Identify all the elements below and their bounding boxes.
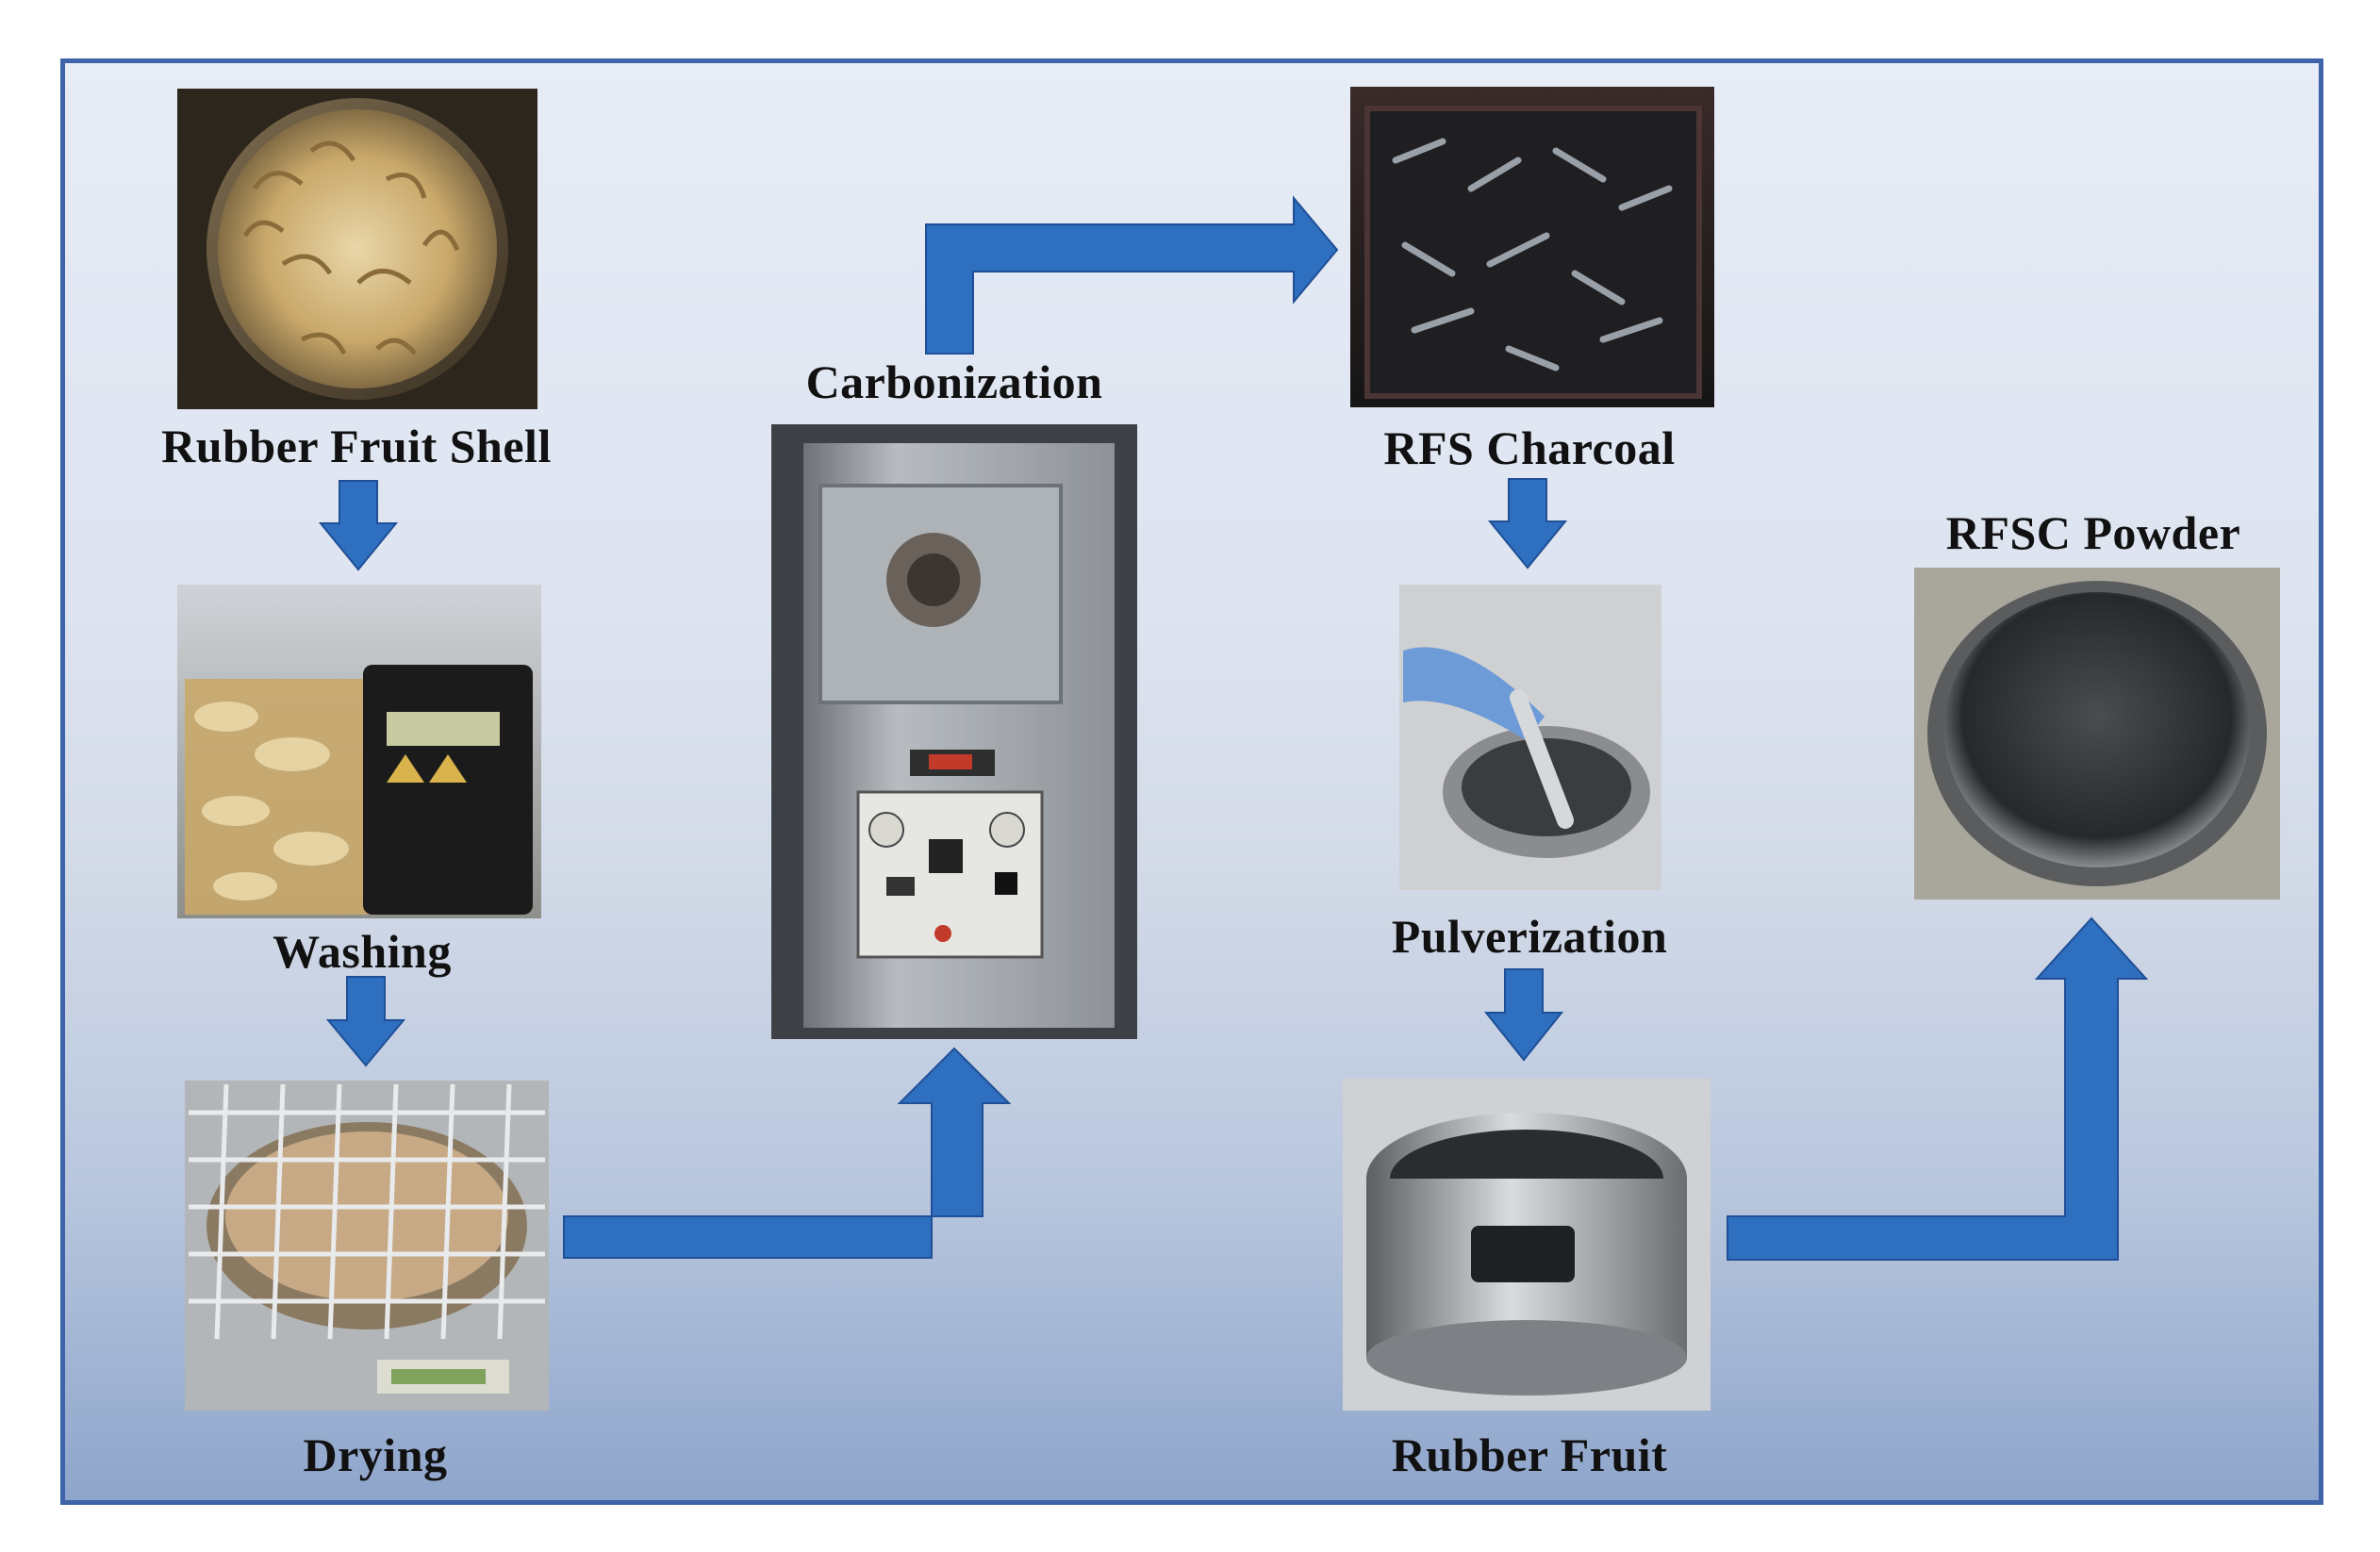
photo-rubber-fruit-sieve bbox=[1343, 1079, 1711, 1411]
arrow-charcoal-to-pulverization bbox=[1487, 478, 1568, 570]
arrow-pulverization-to-sieve bbox=[1483, 968, 1564, 1062]
photo-rfs-charcoal bbox=[1350, 87, 1714, 407]
label-rfsc-powder: RFSC Powder bbox=[1945, 506, 2241, 559]
label-pulverization: Pulverization bbox=[1391, 910, 1668, 963]
arrow-washing-to-drying bbox=[325, 976, 406, 1067]
label-washing: Washing bbox=[273, 925, 452, 978]
label-rubber-fruit-shell: Rubber Fruit Shell bbox=[161, 420, 552, 472]
label-rfs-charcoal: RFS Charcoal bbox=[1383, 421, 1676, 474]
photo-drying bbox=[185, 1081, 549, 1411]
arrow-carbonization-to-charcoal bbox=[925, 195, 1339, 355]
label-rubber-fruit: Rubber Fruit bbox=[1391, 1428, 1668, 1481]
photo-washing bbox=[177, 585, 541, 918]
label-carbonization: Carbonization bbox=[805, 355, 1103, 408]
arrow-sieve-to-powder bbox=[1727, 916, 2149, 1261]
photo-carbonization bbox=[771, 424, 1137, 1039]
photo-rfsc-powder bbox=[1914, 568, 2280, 900]
photo-rubber-fruit-shell bbox=[177, 89, 537, 409]
arrow-drying-to-carbonization bbox=[563, 1047, 1012, 1259]
label-drying: Drying bbox=[303, 1428, 448, 1481]
photo-pulverization bbox=[1399, 585, 1661, 890]
arrow-shell-to-washing bbox=[318, 480, 399, 571]
